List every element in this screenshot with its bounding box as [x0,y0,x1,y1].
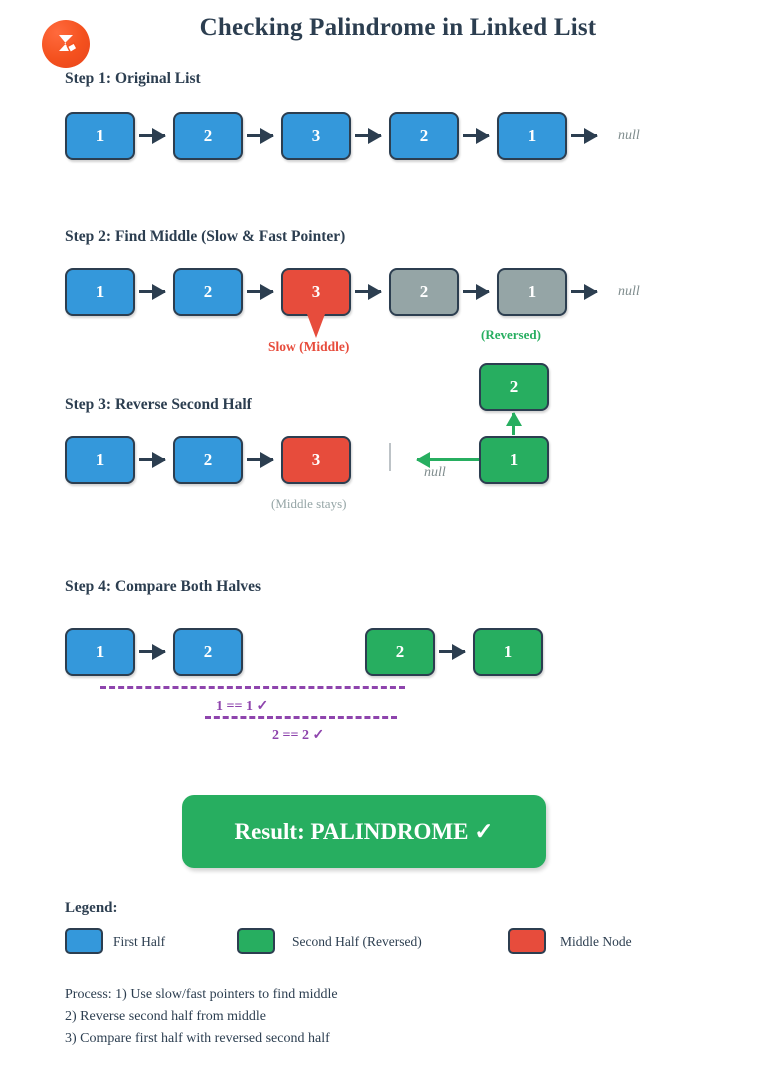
step3-reversed-node-1: 1 [479,436,549,484]
node-value: 1 [95,126,105,145]
step3-node-1: 2 [173,436,243,484]
legend-swatch-first-half [65,928,103,954]
step4-right-node-0: 2 [365,628,435,676]
step4-left-arrow [139,650,165,653]
process-line-0: Process: 1) Use slow/fast pointers to fi… [65,987,338,1002]
sigma-logo-icon [51,29,81,59]
step1-node-3: 2 [389,112,459,160]
step3-node-0: 1 [65,436,135,484]
node-value: 1 [527,282,537,301]
legend-swatch-second-half [237,928,275,954]
step-3-label: Step 3: Reverse Second Half [65,396,252,413]
step1-node-0: 1 [65,112,135,160]
node-value: 1 [95,642,105,661]
node-value: 2 [203,450,213,469]
step3-divider [389,443,391,471]
process-line-2: 3) Compare first half with reversed seco… [65,1031,330,1046]
step2-arrow-null [571,290,597,293]
step3-reversed-node-0: 2 [479,363,549,411]
comparison-text-1: 2 == 2 ✓ [272,728,325,743]
node-value: 2 [419,126,429,145]
step3-arrow-null [417,458,479,461]
step2-node-4: 1 [497,268,567,316]
step1-node-2: 3 [281,112,351,160]
step4-right-arrow [439,650,465,653]
step1-arrow-3 [463,134,489,137]
slow-middle-label: Slow (Middle) [268,339,350,354]
step-4-label: Step 4: Compare Both Halves [65,578,262,595]
step2-node-3: 2 [389,268,459,316]
middle-stays-label: (Middle stays) [271,496,347,511]
step-1-label: Step 1: Original List [65,70,201,87]
step2-node-0: 1 [65,268,135,316]
step4-right-node-1: 1 [473,628,543,676]
node-value: 3 [311,282,321,301]
step1-arrow-2 [355,134,381,137]
node-value: 2 [419,282,429,301]
step3-node-middle: 3 [281,436,351,484]
node-value: 2 [203,642,213,661]
step2-arrow-3 [463,290,489,293]
legend-swatch-middle-node [508,928,546,954]
reversed-label: (Reversed) [481,327,541,342]
step2-arrow-0 [139,290,165,293]
app-logo [42,20,90,68]
step1-node-4: 1 [497,112,567,160]
node-value: 3 [311,126,321,145]
step2-arrow-1 [247,290,273,293]
node-value: 2 [509,377,519,396]
comparison-line-1 [205,716,397,719]
node-value: 1 [95,282,105,301]
node-value: 1 [503,642,513,661]
step-2-label: Step 2: Find Middle (Slow & Fast Pointer… [65,228,346,245]
step1-node-1: 2 [173,112,243,160]
step2-arrow-2 [355,290,381,293]
result-text: Result: PALINDROME ✓ [234,818,494,844]
step1-arrow-null [571,134,597,137]
step4-left-node-0: 1 [65,628,135,676]
step3-arrow-up [512,413,515,435]
process-line-1: 2) Reverse second half from middle [65,1009,266,1024]
page-title: Checking Palindrome in Linked List [199,14,597,41]
node-value: 1 [527,126,537,145]
comparison-text-0: 1 == 1 ✓ [216,699,269,714]
result-banner: Result: PALINDROME ✓ [182,795,546,868]
step1-null-label: null [618,128,640,143]
step2-node-1: 2 [173,268,243,316]
step1-arrow-0 [139,134,165,137]
step2-node-middle: 3 [281,268,351,338]
legend-label-second-half: Second Half (Reversed) [292,934,422,949]
legend-title: Legend: [65,900,118,916]
slow-pointer-icon [307,314,325,338]
comparison-line-0 [100,686,405,689]
node-value: 2 [203,282,213,301]
step3-arrow-0 [139,458,165,461]
step2-null-label: null [618,284,640,299]
node-value: 1 [509,450,519,469]
node-value: 3 [311,450,321,469]
step1-arrow-1 [247,134,273,137]
step3-arrow-1 [247,458,273,461]
step3-null-label: null [424,465,446,480]
step4-left-node-1: 2 [173,628,243,676]
node-value: 2 [203,126,213,145]
node-value: 2 [395,642,405,661]
legend-label-first-half: First Half [113,934,166,949]
legend-label-middle-node: Middle Node [560,934,632,949]
node-value: 1 [95,450,105,469]
